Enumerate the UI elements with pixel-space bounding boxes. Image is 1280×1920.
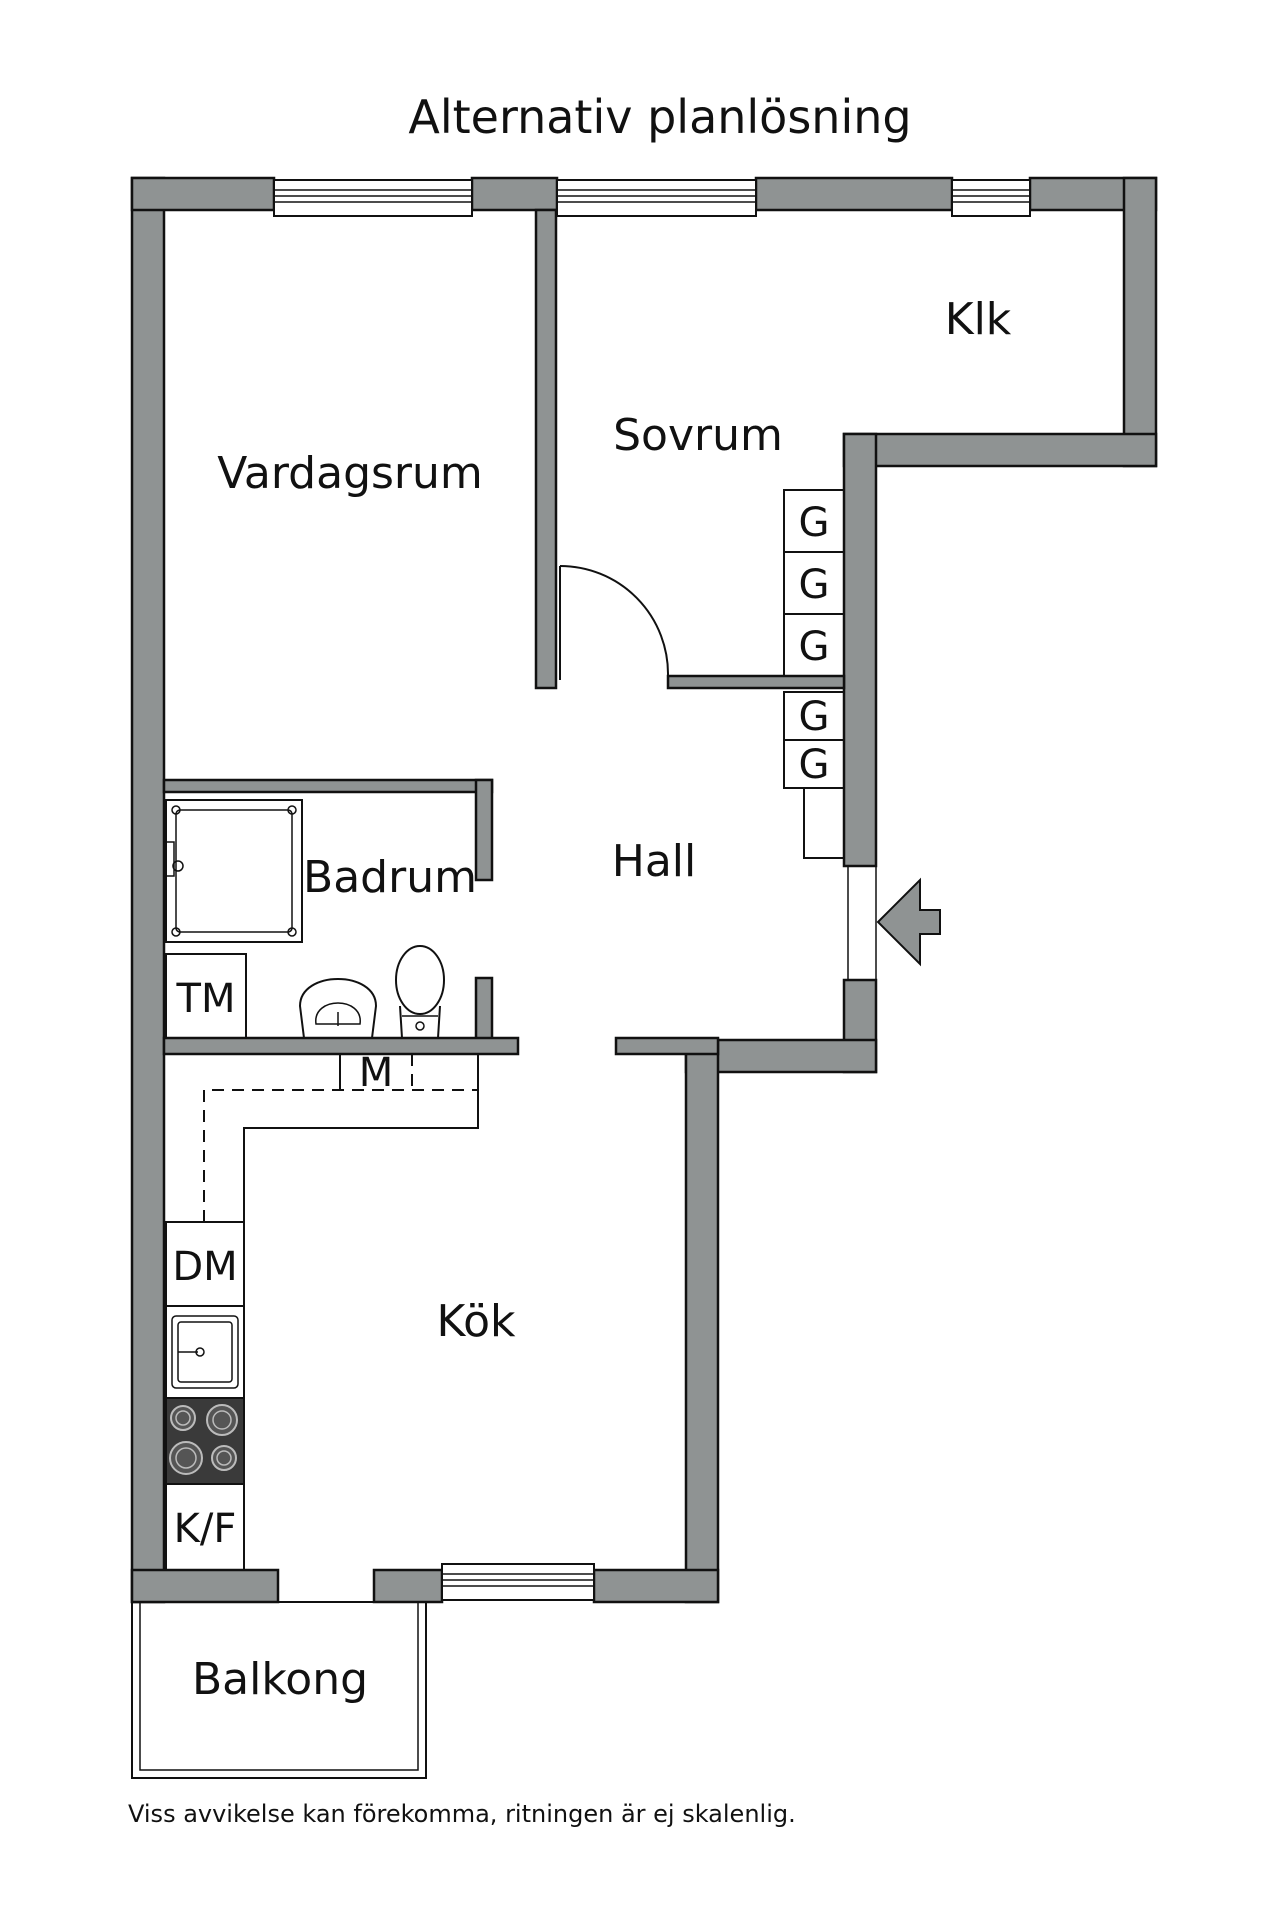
interior-walls [162,208,846,1056]
room-label-balkong: Balkong [192,1654,368,1705]
wardrobes-hall [783,691,845,859]
entrance-door [847,866,877,980]
windows [273,179,1031,1601]
dryer [165,953,247,1039]
window-kok [441,1563,595,1601]
entrance-arrow-icon [876,877,941,967]
room-label-kok: Kök [436,1296,516,1347]
kitchen-sink-icon [165,1305,245,1399]
door-sovrum [559,565,670,680]
washer-label: M [359,1050,394,1096]
room-label-klk: Klk [945,294,1012,345]
room-label-vardagsrum: Vardagsrum [217,448,483,499]
window-vardagsrum [273,179,473,217]
wardrobes-sovrum [783,489,845,677]
room-label-badrum: Badrum [303,852,477,903]
footnote: Viss avvikelse kan förekomma, ritningen … [128,1800,796,1828]
wardrobe-label: G [799,562,830,608]
exterior-walls [130,176,1158,1604]
dryer-label: TM [176,976,236,1022]
wardrobe-label: G [799,624,830,670]
shower-icon [163,799,303,943]
wardrobe-label: G [799,742,830,788]
window-sovrum [556,179,757,217]
plan-title: Alternativ planlösning [408,90,911,144]
sink-icon [298,978,378,1039]
fridge-freezer [165,1483,245,1571]
window-klk [951,179,1031,217]
room-label-hall: Hall [612,836,697,887]
dishwasher-label: DM [172,1244,237,1290]
stove-icon [165,1397,245,1485]
toilet-icon [395,945,445,1039]
washer [339,1054,413,1090]
wardrobe-label: G [799,500,830,546]
wardrobe-label: G [799,694,830,740]
fridge-freezer-label: K/F [174,1506,237,1552]
room-label-sovrum: Sovrum [613,410,783,461]
balcony [131,1601,427,1779]
